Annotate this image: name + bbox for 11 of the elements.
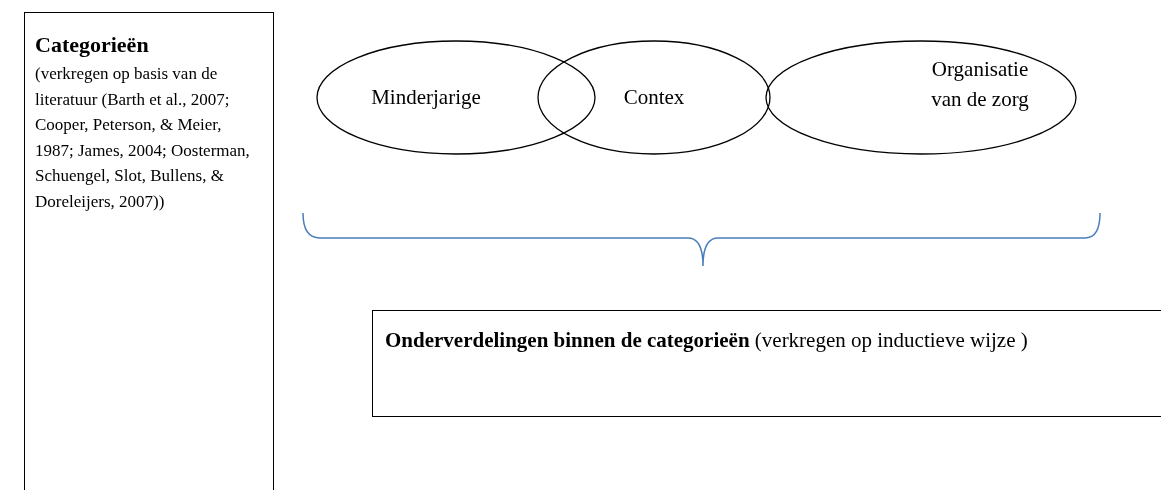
category-ellipse [765, 40, 1077, 155]
category-ellipse [316, 40, 596, 155]
category-panel [24, 12, 274, 490]
ellipse-label: Contex [622, 84, 686, 111]
description-box [372, 310, 1161, 417]
ellipse-label: Minderjarige [370, 84, 482, 111]
description-text: Onderverdelingen binnen de categorieën (verkregen op inductieve wijze ) [385, 327, 1029, 354]
category-ellipse [537, 40, 771, 155]
reference-text: (verkregen op basis van de literatuur (Barth et al., 2007; Cooper, Peterson, & Meier, 1987; James, 2004; Oosterman, Schuengel, Slot, Bullens, & Doreleijers, 2007)) [35, 63, 251, 213]
ellipse-label: Organisatie van de zorg [930, 56, 1030, 113]
panel-heading: Categorieën [35, 31, 150, 59]
